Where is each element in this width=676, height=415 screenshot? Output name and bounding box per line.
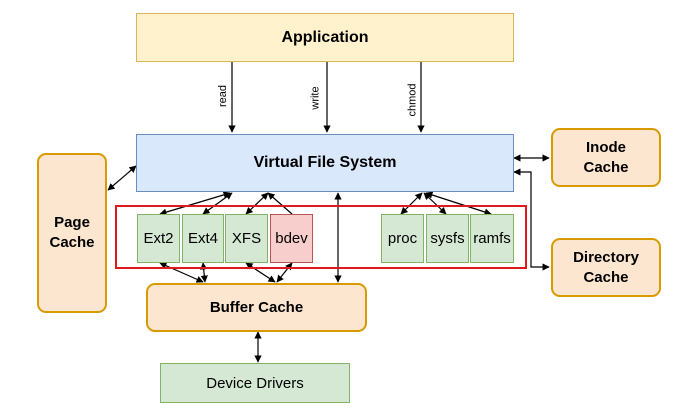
fs-sysfs-box: sysfs (426, 214, 469, 263)
device-drivers-box: Device Drivers (160, 363, 350, 403)
directory-cache-label-2: Cache (583, 268, 629, 286)
fs-ramfs-box: ramfs (470, 214, 514, 263)
fs-bdev-label: bdev (275, 230, 308, 247)
buffer-cache-box: Buffer Cache (146, 283, 367, 332)
fs-proc-label: proc (387, 230, 418, 247)
application-box: Application (136, 13, 514, 62)
page-cache-box: Page Cache (37, 153, 107, 313)
fs-bdev-box: bdev (270, 214, 313, 263)
fs-ext2-label: Ext2 (143, 230, 174, 247)
fs-ramfs-label: ramfs (473, 230, 511, 247)
write-label: write (309, 86, 322, 110)
filesystem-highlight-frame (115, 205, 527, 269)
inode-cache-box: Inode Cache (551, 128, 661, 187)
inode-cache-label-2: Cache (583, 158, 629, 176)
device-drivers-label: Device Drivers (206, 374, 304, 392)
fs-xfs-box: XFS (225, 214, 268, 263)
read-label: read (217, 84, 230, 108)
vfs-directory-arrow (513, 168, 550, 271)
fs-ext2-box: Ext2 (137, 214, 180, 263)
directory-cache-label-1: Directory (573, 248, 639, 266)
chmod-label: chmod (406, 83, 419, 117)
vfs-label: Virtual File System (253, 154, 397, 171)
fs-sysfs-label: sysfs (430, 230, 465, 247)
pagecache-vfs-arrow (107, 165, 137, 191)
fs-ext4-box: Ext4 (182, 214, 224, 263)
fs-proc-box: proc (381, 214, 424, 263)
virtual-file-system-box: Virtual File System (136, 134, 514, 192)
page-cache-label-2: Cache (49, 234, 95, 251)
fs-xfs-label: XFS (231, 230, 262, 247)
application-label: Application (281, 28, 369, 46)
inode-cache-label-1: Inode (586, 138, 626, 156)
buffer-cache-label: Buffer Cache (209, 298, 304, 316)
fs-ext4-label: Ext4 (187, 230, 218, 247)
directory-cache-box: Directory Cache (551, 238, 661, 297)
page-cache-label-1: Page (54, 214, 90, 231)
